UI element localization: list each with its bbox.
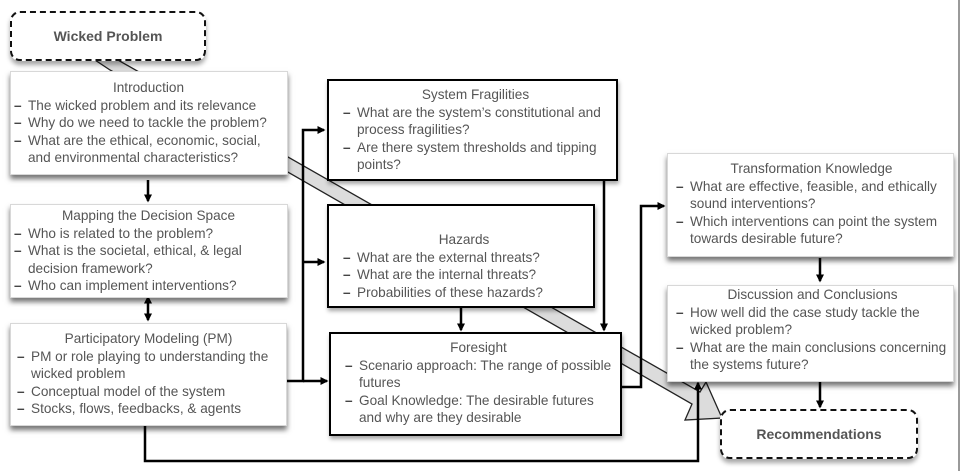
foresight-title: Foresight	[450, 340, 507, 355]
list-item: What are the ethical, economic, social, …	[14, 132, 283, 167]
list-item: Who can implement interventions?	[14, 277, 283, 295]
list-item: The wicked problem and its relevance	[14, 97, 283, 115]
list-item: How well did the case study tackle the w…	[676, 304, 949, 339]
list-item: What are the system’s constitutional and…	[343, 104, 608, 139]
hazards-box: Hazards What are the external threats? W…	[327, 204, 595, 308]
recommendations-node: Recommendations	[720, 409, 918, 459]
list-item: What are the internal threats?	[343, 266, 585, 284]
introduction-title: Introduction	[112, 80, 185, 95]
mapping-decision-space-box: Mapping the Decision Space Who is relate…	[10, 204, 288, 298]
transformation-knowledge-box: Transformation Knowledge What are effect…	[667, 153, 954, 257]
system-fragilities-box: System Fragilities What are the system’s…	[327, 79, 618, 181]
image-frame-edge	[958, 0, 960, 471]
list-item: Are there system thresholds and tipping …	[343, 139, 608, 174]
recommendations-label: Recommendations	[756, 426, 882, 442]
hazards-title: Hazards	[438, 232, 490, 247]
list-item: Probabilities of these hazards?	[343, 284, 585, 302]
transformation-title: Transformation Knowledge	[730, 161, 893, 176]
list-item: What is the societal, ethical, & legal d…	[14, 242, 283, 277]
list-item: Goal Knowledge: The desirable futures an…	[345, 392, 612, 427]
arrow-foresight-to-transformation	[622, 202, 666, 389]
mapping-title: Mapping the Decision Space	[61, 208, 236, 223]
list-item: Who is related to the problem?	[14, 225, 283, 243]
introduction-box: Introduction The wicked problem and its …	[10, 71, 288, 175]
participatory-modeling-box: Participatory Modeling (PM) PM or role p…	[10, 323, 287, 426]
list-item: Stocks, flows, feedbacks, & agents	[17, 400, 280, 418]
list-item: Which interventions can point the system…	[676, 213, 947, 248]
discussion-title: Discussion and Conclusions	[727, 287, 898, 302]
list-item: PM or role playing to understanding the …	[17, 348, 280, 383]
discussion-conclusions-box: Discussion and Conclusions How well did …	[667, 285, 954, 382]
list-item: What are the external threats?	[343, 249, 585, 267]
arrow-pm-to-discussion	[143, 381, 702, 463]
list-item: Conceptual model of the system	[17, 383, 280, 401]
wicked-problem-node: Wicked Problem	[10, 11, 206, 61]
list-item: Why do we need to tackle the problem?	[14, 114, 283, 132]
list-item: What are the main conclusions concerning…	[676, 339, 949, 374]
foresight-box: Foresight Scenario approach: The range o…	[329, 332, 622, 436]
list-item: What are effective, feasible, and ethica…	[676, 178, 947, 213]
fragilities-title: System Fragilities	[421, 87, 530, 102]
pm-title: Participatory Modeling (PM)	[64, 331, 233, 346]
wicked-problem-label: Wicked Problem	[53, 28, 163, 44]
list-item: Scenario approach: The range of possible…	[345, 357, 612, 392]
bus-pm-to-analysis	[287, 126, 326, 383]
